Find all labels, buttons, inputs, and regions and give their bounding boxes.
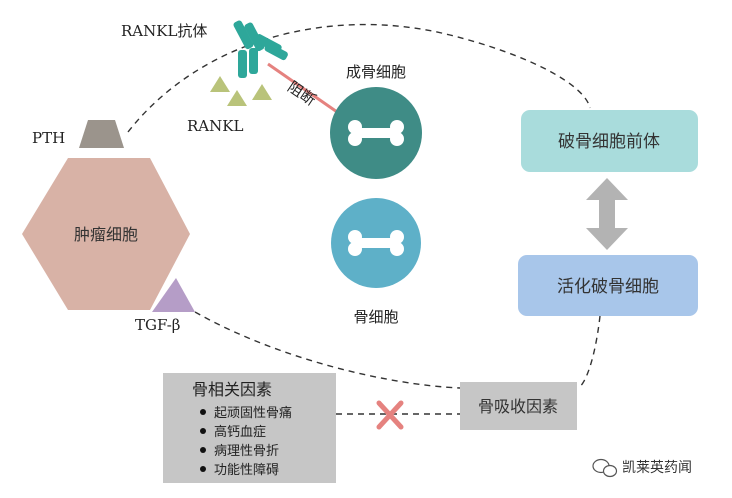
bone-factor-item: 起顽固性骨痛 <box>214 405 292 421</box>
osteoclast-precursor-label: 破骨细胞前体 <box>558 132 660 152</box>
bone-factor-item: 病理性骨折 <box>214 444 279 459</box>
dashed-active-to-resorption <box>577 315 601 389</box>
bone-factors-panel <box>163 373 336 483</box>
bullet-icon <box>200 466 206 472</box>
rankl-triangle-3 <box>252 84 272 100</box>
osteoclast-precursor-box <box>521 110 698 172</box>
tgf-beta-label: TGF-β <box>135 316 180 334</box>
rankl-antibody-icon <box>233 20 288 78</box>
bone-icon <box>348 230 404 256</box>
block-label: 阻断 <box>284 78 319 110</box>
cross-icon <box>376 400 404 430</box>
dashed-return-path <box>194 311 461 389</box>
bone-resorption-label: 骨吸收因素 <box>478 397 558 416</box>
block-line <box>267 62 341 116</box>
bullet-icon <box>200 409 206 415</box>
wechat-icon <box>592 458 618 478</box>
pth-shape <box>79 120 124 148</box>
rankl-antibody-label: RANKL抗体 <box>121 22 207 40</box>
osteoblast-label: 成骨细胞 <box>346 63 406 81</box>
bullet-icon <box>200 428 206 434</box>
bullet-icon <box>200 447 206 453</box>
tumor-cell-hexagon <box>22 158 190 310</box>
bone-factors-list: 起顽固性骨痛 高钙血症 病理性骨折 功能性障碍 <box>200 405 292 478</box>
bone-resorption-box <box>460 382 577 430</box>
osteocyte-label: 骨细胞 <box>353 308 398 326</box>
pth-label: PTH <box>32 129 65 147</box>
watermark-text: 凯莱英药闻 <box>622 459 692 476</box>
bone-icon <box>348 120 404 146</box>
active-osteoclast-box <box>518 255 698 316</box>
bone-factor-item: 功能性障碍 <box>214 463 279 478</box>
rankl-label: RANKL <box>187 117 243 135</box>
dashed-cycle-path <box>127 23 591 133</box>
bone-factors-title: 骨相关因素 <box>192 380 272 399</box>
rankl-triangle-2 <box>227 90 247 106</box>
tgf-beta-triangle <box>152 278 195 312</box>
rankl-triangle-1 <box>210 76 230 92</box>
tumor-cell-label: 肿瘤细胞 <box>74 225 138 244</box>
active-osteoclast-label: 活化破骨细胞 <box>557 277 659 297</box>
bone-factor-item: 高钙血症 <box>214 424 266 440</box>
double-arrow-icon <box>586 178 628 250</box>
